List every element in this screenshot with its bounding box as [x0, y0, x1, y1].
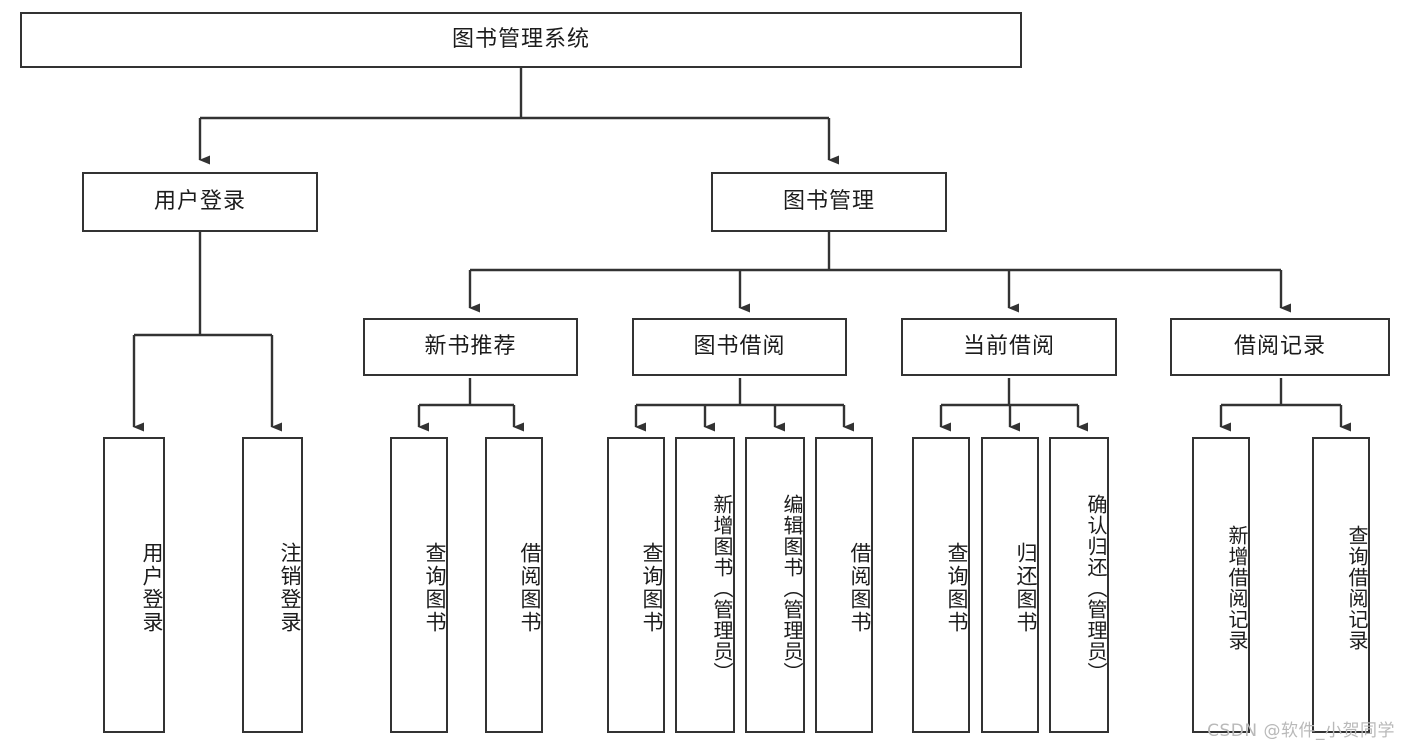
node-label: 借阅图书	[848, 542, 872, 634]
node-label: 归还图书	[1014, 542, 1038, 634]
leaf-current-borrow-return-book[interactable]: 归还图书	[981, 437, 1039, 733]
node-new-book-recommend[interactable]: 新书推荐	[363, 318, 578, 376]
leaf-new-book-query-book[interactable]: 查询图书	[390, 437, 448, 733]
node-label: 确认归还（管理员）	[1084, 493, 1108, 683]
node-root-book-management-system[interactable]: 图书管理系统	[20, 12, 1022, 68]
leaf-borrow-record-query-record[interactable]: 查询借阅记录	[1312, 437, 1370, 733]
node-label: 查询图书	[423, 542, 447, 634]
node-label: 借阅记录	[1233, 333, 1326, 359]
node-label: 用户登录	[140, 542, 164, 634]
node-label: 新书推荐	[424, 333, 517, 359]
node-label: 查询图书	[945, 542, 969, 634]
node-label: 用户登录	[153, 188, 246, 214]
node-borrow-record[interactable]: 借阅记录	[1170, 318, 1390, 376]
leaf-book-borrow-borrow-book[interactable]: 借阅图书	[815, 437, 873, 733]
leaf-borrow-record-add-record[interactable]: 新增借阅记录	[1192, 437, 1250, 733]
watermark-text: CSDN @软件_小贺同学	[1207, 721, 1395, 741]
leaf-book-borrow-edit-book-admin[interactable]: 编辑图书（管理员）	[745, 437, 805, 733]
leaf-current-borrow-query-book[interactable]: 查询图书	[912, 437, 970, 733]
leaf-user-login-login[interactable]: 用户登录	[103, 437, 165, 733]
leaf-book-borrow-add-book-admin[interactable]: 新增图书（管理员）	[675, 437, 735, 733]
node-label: 图书借阅	[693, 333, 786, 359]
node-book-management[interactable]: 图书管理	[711, 172, 947, 232]
node-current-borrow[interactable]: 当前借阅	[901, 318, 1117, 376]
leaf-book-borrow-query-book[interactable]: 查询图书	[607, 437, 665, 733]
node-label: 当前借阅	[962, 333, 1055, 359]
leaf-new-book-borrow-book[interactable]: 借阅图书	[485, 437, 543, 733]
leaf-current-borrow-confirm-return-admin[interactable]: 确认归还（管理员）	[1049, 437, 1109, 733]
node-label: 图书管理	[782, 188, 875, 214]
node-label: 借阅图书	[518, 542, 542, 634]
node-user-login[interactable]: 用户登录	[82, 172, 318, 232]
node-label: 查询图书	[640, 542, 664, 634]
node-label: 新增借阅记录	[1225, 525, 1249, 651]
leaf-user-login-logout[interactable]: 注销登录	[242, 437, 303, 733]
node-label: 新增图书（管理员）	[710, 493, 734, 683]
node-label: 查询借阅记录	[1345, 525, 1369, 651]
node-label: 编辑图书（管理员）	[780, 493, 804, 683]
node-book-borrow[interactable]: 图书借阅	[632, 318, 847, 376]
node-label: 图书管理系统	[451, 26, 590, 52]
node-label: 注销登录	[278, 542, 302, 634]
